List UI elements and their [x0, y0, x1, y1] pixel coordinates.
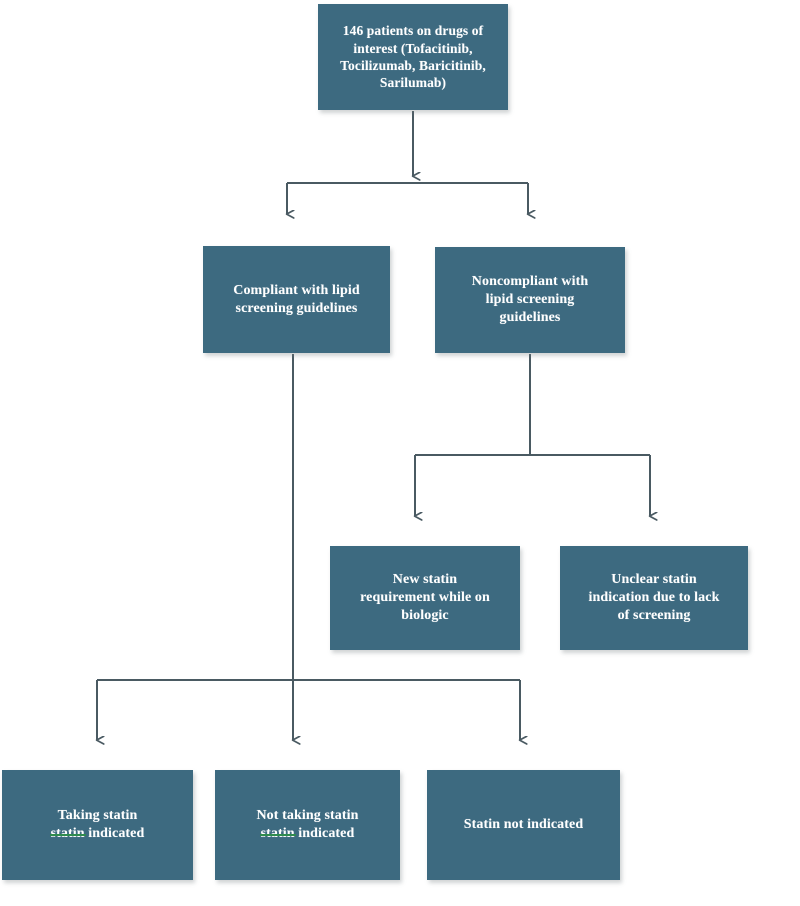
node-newstatin-line3: biologic	[401, 607, 449, 623]
node-root-line3: Tocilizumab, Baricitinib,	[340, 58, 486, 73]
node-compliant-text: Compliant with lipid screening guideline…	[213, 282, 380, 318]
node-unclear-line3: of screening	[617, 607, 691, 623]
node-noncompliant-line1: Noncompliant with	[471, 274, 589, 290]
node-root-line2: interest (Tofacitinib,	[353, 40, 473, 56]
node-taking-line1: Taking statin	[57, 808, 138, 824]
node-newstatin-line2: requirement while on	[360, 590, 490, 606]
node-notind-text: Statin not indicated	[437, 816, 610, 834]
node-root-line1: 146 patients on drugs of	[342, 23, 484, 39]
node-nottaking-line2: statin indicated	[225, 825, 390, 843]
node-nottaking-text: Not taking statin statin indicated	[225, 807, 390, 843]
node-taking-statin[interactable]: Taking statin statin indicated	[2, 770, 193, 880]
node-newstatin-text: New statin requirement while on biologic	[340, 571, 510, 625]
node-nottaking-line2-rest: indicated	[294, 826, 355, 841]
node-taking-text: Taking statin statin indicated	[12, 807, 183, 843]
node-compliant[interactable]: Compliant with lipid screening guideline…	[203, 246, 390, 353]
node-unclear-line2: indication due to lack	[588, 590, 720, 606]
node-noncompliant-line3: guidelines	[499, 309, 561, 325]
node-taking-struck-word: statin	[50, 826, 85, 841]
node-unclear-text: Unclear statin indication due to lack of…	[570, 571, 738, 625]
node-nottaking-line1: Not taking statin	[256, 808, 359, 824]
node-root-cohort[interactable]: 146 patients on drugs of interest (Tofac…	[318, 4, 508, 110]
node-noncompliant-text: Noncompliant with lipid screening guidel…	[445, 273, 615, 327]
node-taking-line2-rest: indicated	[84, 826, 145, 841]
node-notind-line1: Statin not indicated	[463, 817, 584, 833]
node-compliant-line2: screening guidelines	[235, 300, 358, 316]
node-taking-line2: statin indicated	[12, 825, 183, 843]
node-compliant-line1: Compliant with lipid	[233, 282, 360, 298]
node-not-taking-statin[interactable]: Not taking statin statin indicated	[215, 770, 400, 880]
node-noncompliant[interactable]: Noncompliant with lipid screening guidel…	[435, 247, 625, 353]
node-root-line4: Sarilumab)	[379, 75, 447, 91]
node-noncompliant-line2: lipid screening	[485, 292, 575, 308]
node-newstatin-line1: New statin	[392, 572, 458, 588]
node-unclear-line1: Unclear statin	[611, 572, 697, 588]
node-nottaking-struck-word: statin	[260, 826, 295, 841]
node-unclear-statin-indication[interactable]: Unclear statin indication due to lack of…	[560, 546, 748, 650]
node-statin-not-indicated[interactable]: Statin not indicated	[427, 770, 620, 880]
node-new-statin-requirement[interactable]: New statin requirement while on biologic	[330, 546, 520, 650]
node-root-text: 146 patients on drugs of interest (Tofac…	[328, 22, 498, 91]
